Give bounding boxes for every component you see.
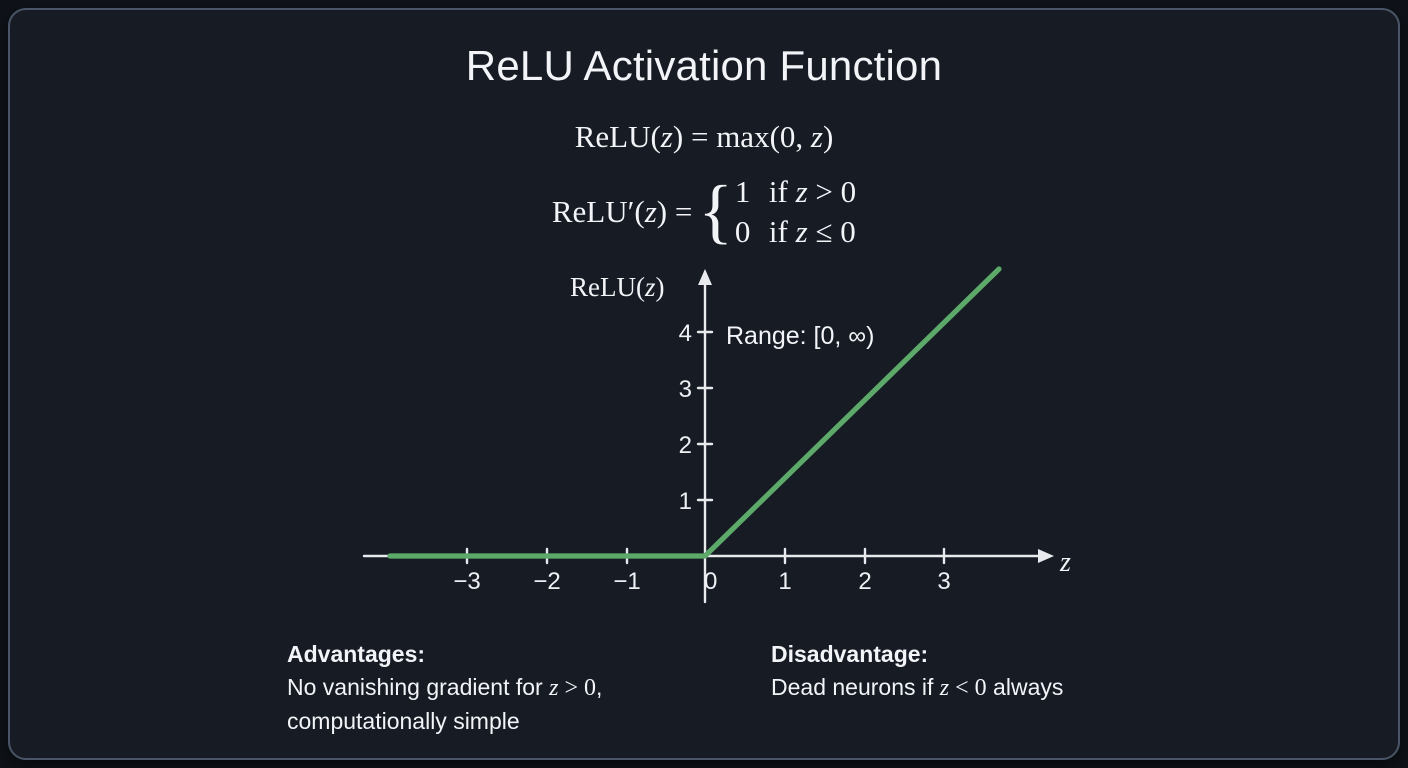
relu-curve xyxy=(387,266,1002,559)
piecewise-block: { 1 if z > 0 0 if z ≤ 0 xyxy=(698,172,856,251)
formula-definition-rhs-arg: z xyxy=(810,119,823,154)
formula-derivative-equals: = xyxy=(674,193,693,229)
y-axis-arrow-icon xyxy=(698,269,712,285)
case-1-rhs: 0 xyxy=(840,174,857,209)
axes-group xyxy=(362,270,1040,604)
advantages-math-op: > xyxy=(564,674,578,701)
disadvantage-math-op: < xyxy=(955,674,969,701)
disadvantage-note: Disadvantage: Dead neurons if z < 0 alwa… xyxy=(771,638,1201,705)
y-tick-label-1: 1 xyxy=(678,488,692,515)
x-axis-label: z xyxy=(1060,547,1071,578)
y-tick-label-2: 2 xyxy=(678,432,692,459)
advantages-heading: Advantages: xyxy=(287,641,426,667)
formula-definition-rhs-open: ( xyxy=(769,119,780,154)
disadvantage-heading: Disadvantage: xyxy=(771,641,929,667)
formula-derivative-close: ) xyxy=(656,193,668,229)
formula-definition-rhs-comma: , xyxy=(795,119,804,154)
advantages-line1: No vanishing gradient for z > 0, xyxy=(287,673,603,701)
y-tick-label-4: 4 xyxy=(678,320,692,347)
advantages-line2: computationally simple xyxy=(287,707,520,734)
y-axis-label: ReLU(z) xyxy=(570,272,665,303)
formula-definition-close: ) xyxy=(672,119,684,154)
advantages-line1-pre: No vanishing gradient for xyxy=(287,673,550,700)
formula-definition-rhs-zero: 0 xyxy=(779,119,796,154)
case-1-op: > xyxy=(815,174,833,209)
x-tick-label-1: 1 xyxy=(778,568,792,595)
case-2-value: 0 xyxy=(734,213,751,249)
advantages-note: Advantages: No vanishing gradient for z … xyxy=(287,638,717,737)
case-2-op: ≤ xyxy=(815,213,833,249)
formula-definition-open: ( xyxy=(650,119,661,154)
y-axis-label-var: z xyxy=(644,272,656,302)
slide-panel: ReLU Activation Function ReLU(z) = max(0… xyxy=(8,8,1400,760)
range-annotation: Range: [0, ∞) xyxy=(726,322,875,350)
y-axis-label-fn: ReLU( xyxy=(570,272,645,302)
curly-brace-icon: { xyxy=(698,170,733,251)
advantages-line1-post: , xyxy=(596,673,603,700)
advantages-math-rhs: 0 xyxy=(584,674,596,701)
case-2-condition: if z ≤ 0 xyxy=(761,212,856,252)
formula-derivative-prime: ′ xyxy=(627,193,635,229)
advantages-math-var: z xyxy=(549,674,559,701)
piecewise-case-row: 0 if z ≤ 0 xyxy=(735,212,856,252)
formula-definition-fn: ReLU xyxy=(574,119,651,154)
y-tick-label-3: 3 xyxy=(678,376,692,403)
formula-derivative: ReLU′(z) = { 1 if z > 0 0 if z ≤ 0 xyxy=(10,172,1398,251)
x-axis-arrow-icon xyxy=(1038,549,1054,563)
x-tick-label--3: −3 xyxy=(453,568,481,595)
piecewise-cases: 1 if z > 0 0 if z ≤ 0 xyxy=(735,172,856,251)
page-title: ReLU Activation Function xyxy=(465,42,943,89)
case-1-condition: if z > 0 xyxy=(761,172,856,212)
formula-derivative-open: ( xyxy=(634,193,645,229)
disadvantage-math-var: z xyxy=(939,674,950,701)
case-1-var: z xyxy=(795,174,808,209)
disadvantage-line1-pre: Dead neurons if xyxy=(771,673,940,700)
x-tick-label--1: −1 xyxy=(613,568,641,595)
disadvantage-line1: Dead neurons if z < 0 always xyxy=(771,673,1064,701)
y-axis-label-close: ) xyxy=(655,272,665,302)
formula-definition-rhs-close: ) xyxy=(822,119,834,154)
disadvantage-line1-post: always xyxy=(986,673,1064,700)
formula-definition-max: max xyxy=(716,119,770,154)
x-tick-label-3: 3 xyxy=(937,568,951,595)
x-tick-label-2: 2 xyxy=(858,568,872,595)
x-tick-label-0: 0 xyxy=(704,568,718,595)
disadvantage-math-rhs: 0 xyxy=(974,674,987,701)
x-tick-label--2: −2 xyxy=(533,568,561,595)
case-2-if: if xyxy=(768,213,788,249)
case-2-var: z xyxy=(795,213,808,249)
piecewise-case-row: 1 if z > 0 xyxy=(735,172,856,212)
formula-definition-equals: = xyxy=(690,119,709,154)
formula-derivative-arg: z xyxy=(644,193,657,229)
case-1-if: if xyxy=(768,174,788,209)
case-2-rhs: 0 xyxy=(840,213,856,249)
formula-definition-arg: z xyxy=(660,119,673,154)
case-1-value: 1 xyxy=(734,174,751,209)
formula-derivative-fn: ReLU xyxy=(551,193,628,229)
formula-derivative-lhs: ReLU′(z) = xyxy=(552,194,693,230)
formula-definition: ReLU(z) = max(0, z) xyxy=(10,119,1398,155)
